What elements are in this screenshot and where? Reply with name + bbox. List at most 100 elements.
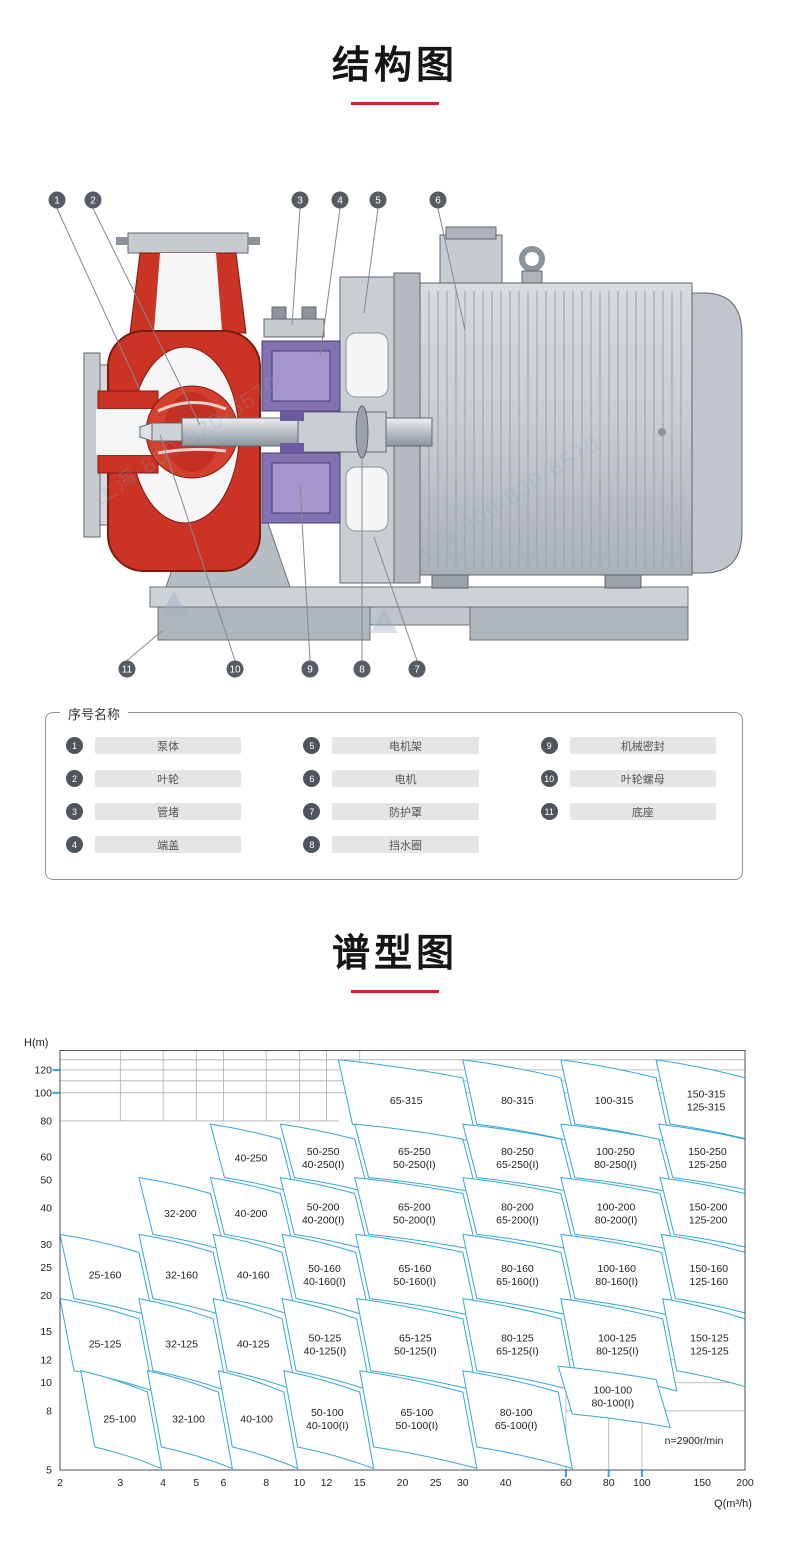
chart-cell-label: 50-160(I) [394, 1276, 437, 1288]
motor-foot-rear [604, 574, 642, 589]
legend-item-name: 底座 [569, 803, 716, 820]
chart-cell-label: 40-125(I) [304, 1345, 347, 1357]
callout-circle [408, 660, 426, 678]
end-cover-seal [261, 340, 341, 524]
chart-cell-label: 80-200 [501, 1202, 534, 1214]
chart-cell-label: 100-250 [596, 1146, 635, 1158]
chart-cells [60, 1059, 745, 1470]
chart-cell-label: 32-160 [165, 1269, 198, 1281]
x-tick-label: 6 [220, 1477, 226, 1489]
x-tick-label: 200 [736, 1477, 754, 1489]
y-axis-title: H(m) [24, 1037, 48, 1049]
chart-cell-label: 80-250 [501, 1146, 534, 1158]
chart-cell-label: 150-315 [687, 1089, 726, 1101]
motor-drain-dot [658, 428, 666, 436]
callout-number: 7 [414, 665, 420, 676]
x-tick-label: 10 [294, 1477, 306, 1489]
callout-leader-line [159, 434, 236, 661]
legend-item-number: 3 [66, 803, 83, 820]
x-tick-label: 20 [397, 1477, 409, 1489]
chart-cell-label: 65-160(I) [496, 1276, 539, 1288]
legend-item-number: 8 [303, 836, 321, 853]
chart-cell [462, 1370, 573, 1470]
legend-item-name: 机械密封 [569, 737, 716, 754]
y-tick-label: 60 [40, 1152, 52, 1164]
chart-cell-label: 100-315 [595, 1095, 634, 1107]
chart-cell-label: 80-160 [501, 1263, 534, 1275]
chart-cell-label: 125-160 [690, 1276, 729, 1288]
chart-cell-label: 65-200(I) [496, 1215, 539, 1227]
y-tick-label: 100 [34, 1087, 52, 1099]
axis-accent-ticks [52, 1068, 643, 1477]
y-tick-label: 12 [40, 1354, 52, 1366]
legend-item-name: 泵体 [95, 737, 242, 754]
structure-section-title: 结构图 [0, 34, 790, 105]
junction-box [439, 226, 503, 284]
chart-cell-label: 80-315 [501, 1095, 534, 1107]
callout-number: 5 [375, 196, 381, 207]
callout-circle [301, 660, 319, 678]
spectrum-title-text: 谱型图 [331, 933, 458, 975]
watermark-logo [370, 607, 398, 633]
callout-leader-line [299, 484, 311, 661]
chart-cell-label: 65-100 [401, 1407, 434, 1419]
y-tick-label: 120 [34, 1064, 52, 1076]
chart-cell [658, 1123, 745, 1191]
callout-leader-line [56, 208, 141, 391]
chart-border [59, 1050, 746, 1471]
spectrum-section-title: 谱型图 [0, 922, 790, 993]
callout-leader-line [92, 208, 201, 426]
x-tick-label: 12 [321, 1477, 333, 1489]
legend-item-number: 11 [540, 803, 558, 820]
legend-item-name: 挡水圈 [332, 836, 479, 853]
chart-cell-label: 40-100(I) [306, 1420, 349, 1432]
callout-circle [226, 660, 244, 678]
legend-item-name: 端盖 [95, 836, 242, 853]
chart-cell-label: 100-200 [597, 1202, 636, 1214]
lifting-eye [519, 246, 545, 284]
legend-item-number: 6 [303, 770, 321, 787]
y-tick-label: 25 [40, 1262, 52, 1274]
callout-number: 4 [337, 196, 343, 207]
y-tick-label: 20 [40, 1290, 52, 1302]
chart-cell-label: 25-100 [103, 1413, 136, 1425]
chart-cell-label: 50-100(I) [396, 1420, 439, 1432]
callout-circle [291, 191, 309, 209]
chart-cell-label: 40-160 [237, 1269, 270, 1281]
callout-circle [331, 191, 349, 209]
x-tick-label: 100 [633, 1477, 651, 1489]
chart-cell-label: 100-100 [594, 1385, 633, 1397]
chart-cell-label: 50-250 [307, 1146, 340, 1158]
callout-circle [48, 191, 66, 209]
chart-cell-label: 80-100 [500, 1407, 533, 1419]
x-tick-label: 5 [193, 1477, 199, 1489]
x-tick-label: 150 [693, 1477, 711, 1489]
chart-cell-label: 100-125 [598, 1332, 637, 1344]
chart-cell-label: 125-315 [687, 1102, 726, 1114]
legend-item-name: 叶轮 [95, 770, 242, 787]
callout-circle [118, 660, 136, 678]
chart-cell-label: 40-250 [235, 1152, 268, 1164]
chart-cell-label: 150-160 [690, 1263, 729, 1275]
chart-cell-label: 50-160 [308, 1263, 341, 1275]
x-tick-label: 40 [500, 1477, 512, 1489]
x-tick-label: 8 [263, 1477, 269, 1489]
chart-cell [80, 1370, 163, 1470]
chart-cell-label: 50-200 [307, 1202, 340, 1214]
legend-item-11: 11 底座 [540, 803, 716, 820]
pipe-plug [263, 306, 325, 338]
x-axis-title: Q(m³/h) [714, 1498, 752, 1510]
callout-circle [353, 660, 371, 678]
chart-cell-label: 32-125 [165, 1339, 198, 1351]
callout-number: 1 [54, 196, 60, 207]
callout-number: 3 [297, 196, 303, 207]
legend-item-8: 8 挡水圈 [303, 836, 479, 853]
x-tick-label: 30 [457, 1477, 469, 1489]
